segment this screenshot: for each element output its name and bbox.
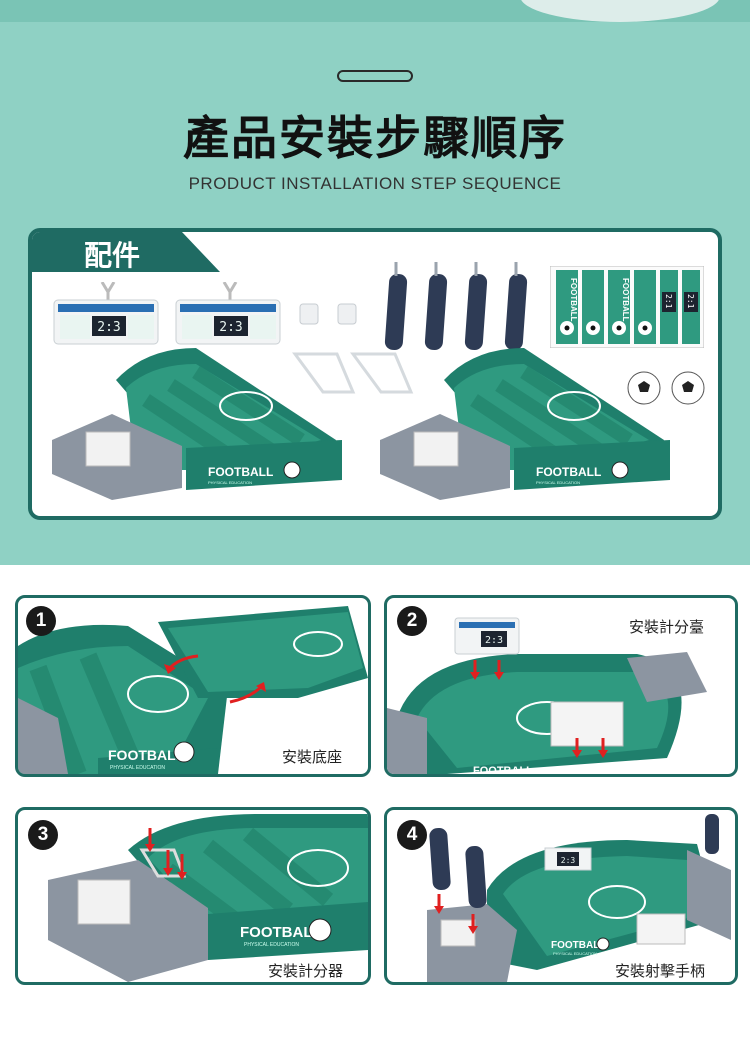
step-2-caption: 安裝計分臺 (629, 618, 705, 636)
score-clips (299, 303, 357, 325)
step-4-sub-text: PHYSICAL EDUCATION (553, 951, 597, 956)
scoreboard-part-1: 2:3 (53, 282, 159, 345)
scoreboard-digits: 2:3 (219, 320, 242, 335)
sticker-sheet: FOOTBALL FOOTBALL 2:1 2:1 (550, 266, 704, 348)
parts-tab: 配件 (32, 232, 220, 272)
parts-panel: 配件 2:3 2:3 (28, 228, 722, 520)
sticker-brand-text: FOOTBALL (621, 278, 630, 322)
step-1-sub-text: PHYSICAL EDUCATION (110, 765, 165, 771)
soccer-balls (627, 371, 705, 405)
goal-nets (292, 352, 414, 394)
step-2-illustration: 2:3 FOOTBALL (387, 617, 707, 774)
step-1-illustration: FOOTBALL PHYSICAL EDUCATION (18, 606, 368, 774)
sticker-brand-text: FOOTBALL (569, 278, 578, 322)
board-brand-text: FOOTBALL (536, 465, 601, 479)
title-ornament (337, 70, 413, 82)
step-2-score-text: 2:3 (485, 635, 503, 646)
step-3-panel: FOOTBALL PHYSICAL EDUCATION 3 安裝計分器 (15, 807, 371, 985)
step-2-number: 2 (397, 606, 427, 636)
step-3-number: 3 (28, 820, 58, 850)
step-1-number: 1 (26, 606, 56, 636)
step-3-caption: 安裝計分器 (268, 962, 344, 980)
step-4-panel: 2:3 FOOTBALL PHYSICAL EDUCATION 4 安裝射擊手柄 (384, 807, 738, 985)
half-board-part-2: FOOTBALL PHYSICAL EDUCATION (380, 348, 670, 500)
step-1-caption: 安裝底座 (282, 748, 343, 766)
step-4-score-text: 2:3 (561, 856, 576, 865)
board-brand-text: FOOTBALL (208, 465, 273, 479)
half-board-part-1: FOOTBALL PHYSICAL EDUCATION (52, 348, 342, 500)
step-4-caption: 安裝射擊手柄 (615, 962, 706, 980)
board-sub-text: PHYSICAL EDUCATION (536, 480, 580, 485)
parts-tab-label: 配件 (84, 239, 141, 272)
shooter-handles (384, 262, 528, 350)
top-decoration (520, 0, 720, 22)
step-4-brand-text: FOOTBALL (551, 940, 605, 951)
step-4-illustration: 2:3 FOOTBALL PHYSICAL EDUCATION (427, 814, 731, 982)
step-4-number: 4 (397, 820, 427, 850)
step-3-brand-text: FOOTBALL (240, 924, 322, 941)
page-subtitle: PRODUCT INSTALLATION STEP SEQUENCE (188, 174, 562, 193)
step-2-brand-text: FOOTBALL (473, 765, 533, 774)
scoreboard-digits: 2:3 (97, 320, 120, 335)
sticker-score-text: 2:1 (664, 294, 673, 309)
sticker-score-text: 2:1 (686, 294, 695, 309)
board-sub-text: PHYSICAL EDUCATION (208, 480, 252, 485)
scoreboard-part-2: 2:3 (175, 282, 281, 345)
page-title: 產品安裝步驟順序 (183, 111, 567, 165)
step-3-sub-text: PHYSICAL EDUCATION (244, 942, 299, 948)
step-1-brand-text: FOOTBALL (108, 747, 185, 763)
step-3-illustration: FOOTBALL PHYSICAL EDUCATION (48, 814, 368, 982)
step-1-panel: FOOTBALL PHYSICAL EDUCATION 1 安裝底座 (15, 595, 371, 777)
step-2-panel: 2:3 FOOTBALL 2 安裝計分臺 (384, 595, 738, 777)
